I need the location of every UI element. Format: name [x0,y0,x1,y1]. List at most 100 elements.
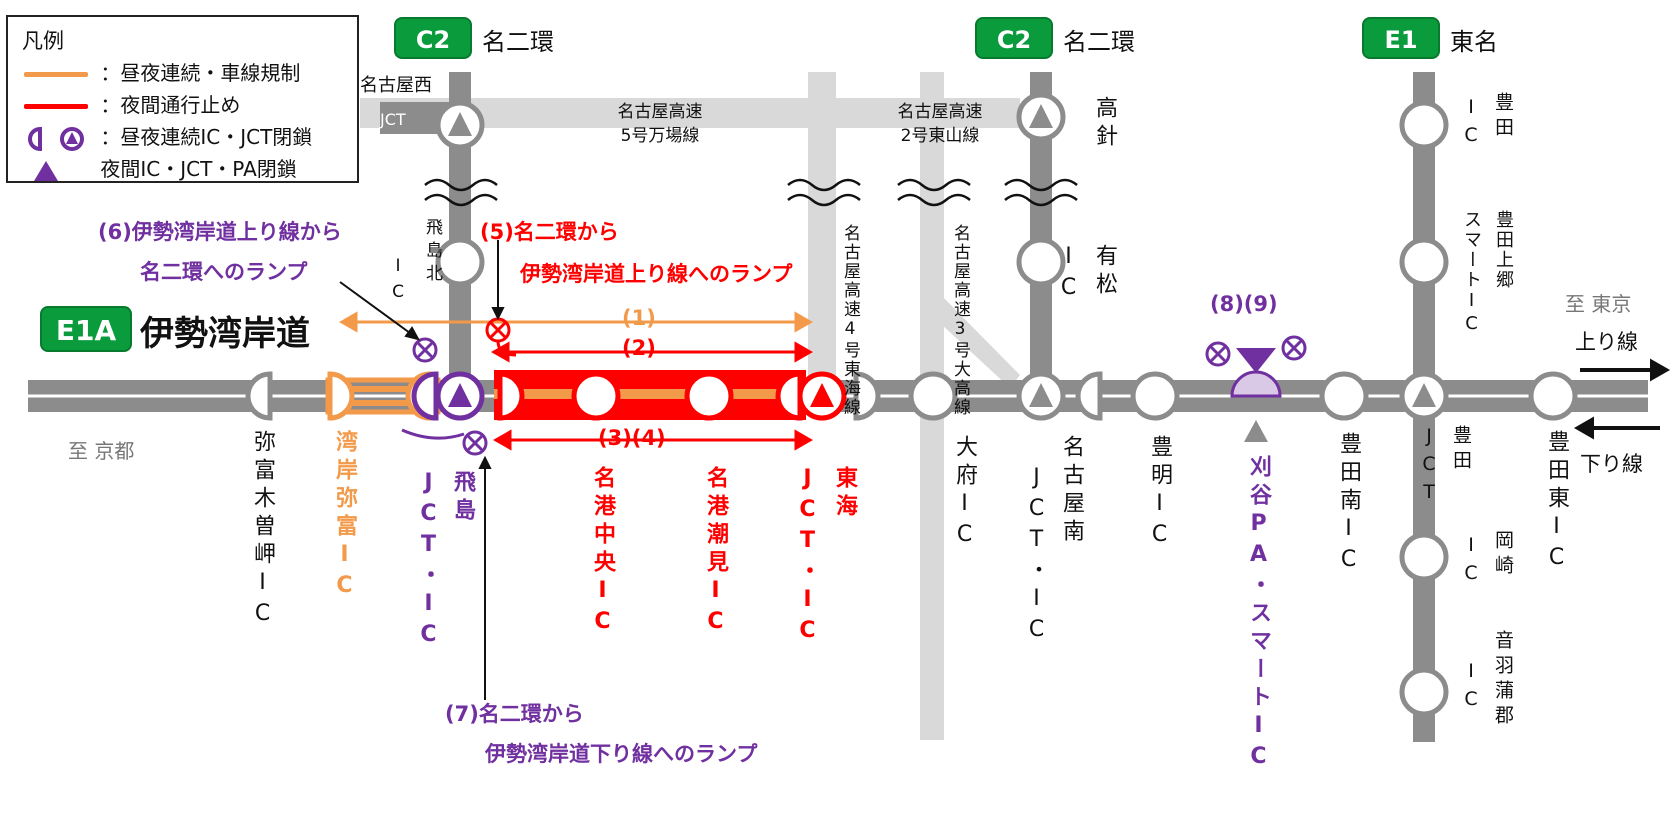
label-tobishima: 飛島 [450,470,475,526]
label-wangan-yatomi: 湾岸弥富IC [332,430,357,604]
label-toyota-kamigo: 豊田上郷 [1493,210,1514,290]
label-toyoake: 豊明IC [1147,435,1172,553]
ic-marker-toyota-kamigo [1399,237,1449,287]
label-takabari: 高針 [1092,96,1117,152]
ic-marker-meiko-shiomi [684,371,734,421]
ic-marker-tobishima-red [497,371,525,421]
ic-marker-meiko-chuo [571,371,621,421]
break-marks [424,178,1078,207]
higashiyama-line-2: 2号東山線 [900,126,980,146]
label-toyota-ic-ic: IC [1460,96,1482,152]
legend-row-night: ：夜間通行止め [24,89,240,118]
higashiyama-line-1: 名古屋高速 [897,102,983,122]
ic-marker-okazaki [1399,532,1449,582]
ramp-label-89: (8)(9) [1210,292,1278,316]
label-nagoya-minami: 名古屋南 [1059,435,1084,547]
ic-marker-nagoya-minami-half [1075,371,1103,421]
ramp9-closure-icon [1281,335,1307,361]
label-nagoya-minami-jct: JCT・IC [1024,465,1049,648]
ramp7-closure-icon [462,430,488,456]
c2-right-badge: C2 [975,17,1053,59]
legend-row-ic-closed: ：昼夜連続IC・JCT閉鎖 [24,121,312,152]
ic-marker-wangan-yatomi [327,371,355,421]
e1a-name: 伊勢湾岸道 [140,314,310,354]
ramp6-closure-icon [412,337,438,363]
c2-left-badge: C2 [394,17,472,59]
ic-marker-obu [908,371,958,421]
ramp-label-34: (3)(4) [598,426,666,450]
ramp-label-2: (2) [622,336,656,360]
pa-marker-kariya [1230,370,1282,398]
higashiyama-line-label: 名古屋高速 2号東山線 [870,100,1010,148]
label-tobishima-kita: 飛島北 [422,218,442,287]
label-okazaki-ic: IC [1460,534,1482,590]
ramp-label-6-b: 名二環へのランプ [140,260,308,284]
label-otowagamagori-ic: IC [1460,660,1482,716]
label-yatomi-kisosaki: 弥富木曽岬IC [250,430,275,632]
label-toyota-higashi: 豊田東IC [1544,430,1569,576]
legend-title: 凡例 [22,29,64,53]
legend-text-night: ：夜間通行止め [100,93,241,117]
orange-swatch [24,72,88,77]
direction-kyoto: 至 京都 [68,439,135,463]
ic-marker-toyoake [1130,371,1180,421]
ic-marker-tokai-half [853,371,881,421]
direction-up: 上り線 [1575,330,1638,354]
ic-marker-tobishima-kita [435,237,485,287]
c2-right-road [1030,72,1052,392]
ramp-label-5-b: 伊勢湾岸道上り線へのランプ [520,262,793,286]
odaka-line-label: 名古屋高速3号大高線 [950,224,970,417]
nagoyanishi-jct-label: JCT [380,110,406,129]
label-tobishima-kita-ic: IC [388,256,408,308]
legend-text-night-closed: 夜間IC・JCT・PA閉鎖 [100,157,297,181]
ramp8-closure-icon [1205,341,1231,367]
c2-right-name: 名二環 [1063,28,1135,56]
label-kariya-pa: 刈谷PA・スマートIC [1246,455,1271,775]
nagoyanishi-label: 名古屋西 [360,75,432,96]
ramp-label-7-a: (7)名二環から [445,702,584,726]
ic-closed-icon [28,126,84,151]
direction-tokyo: 至 東京 [1565,292,1632,316]
label-toyota-minami: 豊田南IC [1336,432,1361,578]
odaka-line-branch [926,290,1020,388]
label-meiko-chuo: 名港中央IC [590,466,615,640]
label-smart-ic: スマートIC [1461,210,1482,336]
ramp-label-6-a: (6)伊勢湾岸道上り線から [98,220,342,244]
e1-name: 東名 [1450,28,1498,56]
label-meiko-shiomi: 名港潮見IC [703,466,728,640]
red-swatch [24,104,88,109]
direction-down: 下り線 [1580,452,1643,476]
e1-badge: E1 [1362,17,1440,59]
tokai-line-road [808,72,836,390]
label-tobishima-jct: JCT・IC [416,470,441,653]
e1a-badge: E1A [40,306,132,352]
manba-line-label: 名古屋高速 5号万場線 [590,100,730,148]
label-arimatsu: 有松 [1092,244,1117,300]
ic-marker-otowagamagori [1399,667,1449,717]
label-toyota-jct: JCT [1418,425,1440,509]
ramp-label-1: (1) [622,306,656,330]
label-obu: 大府IC [952,435,977,553]
c2-left-name: 名二環 [482,28,554,56]
label-otowagamagori: 音羽蒲郡 [1492,630,1514,730]
triangle-icon [34,160,58,181]
c2-left-road [449,72,471,392]
manba-line-1: 名古屋高速 [617,102,703,122]
label-toyota-ic: 豊田 [1492,92,1514,142]
legend: 凡例 ：昼夜連続・車線規制 ：夜間通行止め ：昼夜連続IC・JCT閉鎖 夜間IC… [6,15,359,183]
tokai-line-label: 名古屋高速4号東海線 [840,224,860,417]
ic-marker-yatomi-kisosaki [245,371,273,421]
label-okazaki: 岡崎 [1492,530,1514,580]
legend-text-ic-closed: ：昼夜連続IC・JCT閉鎖 [100,125,313,149]
legend-text-daynight: ：昼夜連続・車線規制 [100,61,301,85]
ic-marker-toyota-minami [1319,371,1369,421]
ramp-label-5-a: (5)名二環から [480,220,619,244]
ic-marker-toyota [1399,100,1449,150]
legend-row-night-closed: 夜間IC・JCT・PA閉鎖 [24,153,297,184]
ramp-label-7-b: 伊勢湾岸道下り線へのランプ [485,742,758,766]
label-tokai-jct: JCT・IC [795,466,820,649]
label-tokai: 東海 [832,466,857,522]
label-arimatsu-ic: IC [1056,244,1081,306]
legend-row-daynight: ：昼夜連続・車線規制 [24,57,300,86]
